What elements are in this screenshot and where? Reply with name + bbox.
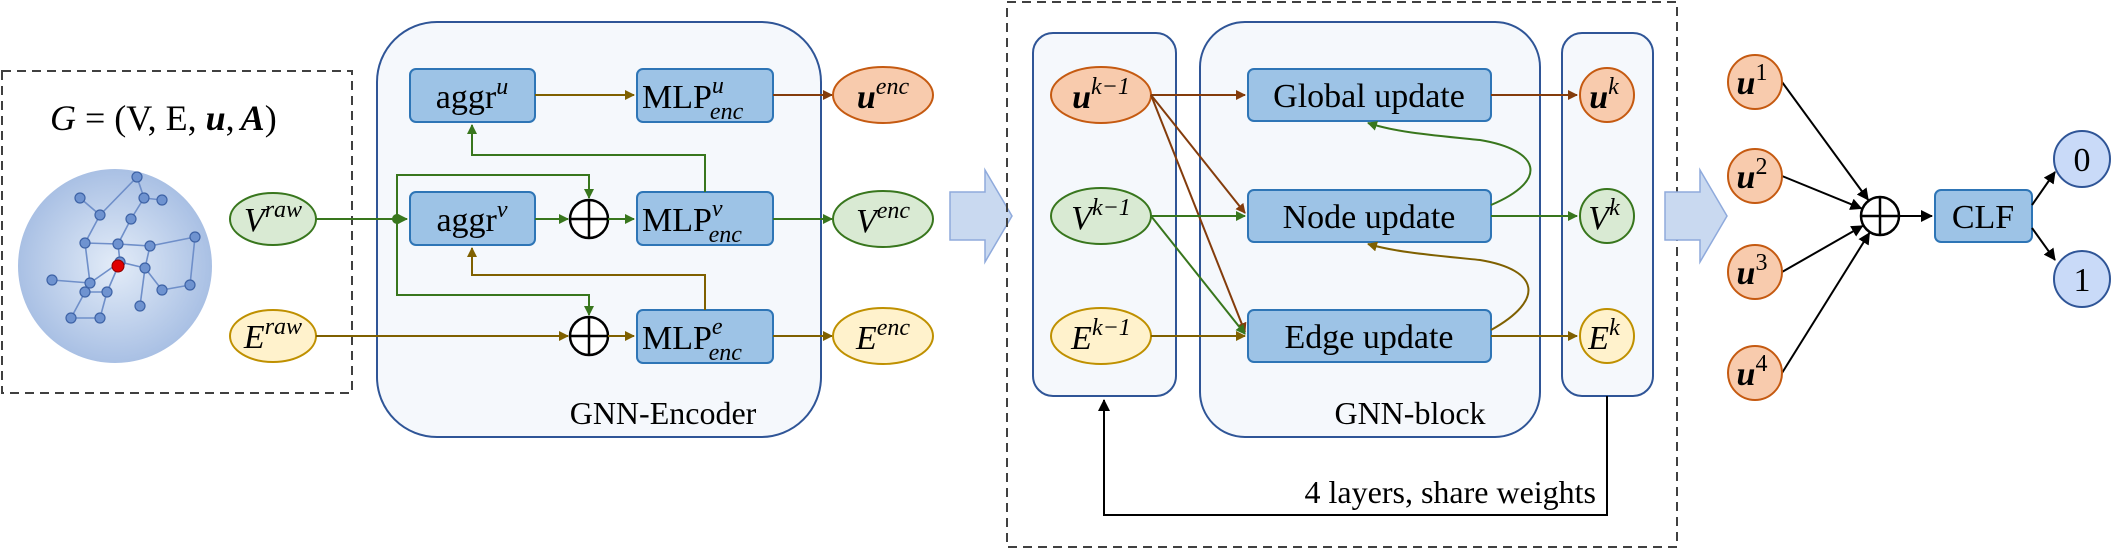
graph-node xyxy=(131,171,143,183)
e-enc-label: Eenc xyxy=(855,315,910,357)
graph-node xyxy=(134,300,146,312)
graph-node xyxy=(79,237,91,249)
u-k-label: uk xyxy=(1589,74,1619,116)
clf-to-1-arrow xyxy=(2031,227,2056,261)
aggr-v-label: aggrv xyxy=(436,197,507,239)
output-1-label: 1 xyxy=(2074,262,2091,299)
u-k-node xyxy=(1579,67,1635,123)
readout-u-4-node xyxy=(1727,345,1783,401)
gnn-block-dashed-frame xyxy=(1006,1,1678,548)
clf-to-0-arrow xyxy=(2031,171,2056,206)
readout-u-3-node xyxy=(1727,244,1783,300)
edge-update-label: Edge update xyxy=(1285,319,1454,356)
graph-node xyxy=(125,213,137,225)
graph-input-box xyxy=(1,70,353,394)
oplus-v-icon xyxy=(568,198,610,240)
v-k-minus-1-label: Vk−1 xyxy=(1071,195,1131,237)
gnn-block-caption: GNN-block xyxy=(1334,395,1485,431)
readout-arrow xyxy=(1781,175,1863,210)
v-enc-node xyxy=(832,190,934,248)
graph-node xyxy=(156,284,168,296)
readout-u-2-node xyxy=(1727,148,1783,204)
u-k-minus-1-label: uk−1 xyxy=(1072,74,1130,116)
gnn-block-arrows xyxy=(1098,90,1608,516)
readout-u-1-node xyxy=(1727,54,1783,110)
clf-box xyxy=(1934,189,2033,243)
readout-arrow xyxy=(1781,232,1871,374)
readout-u-1-label: u1 xyxy=(1737,60,1768,102)
readout-u-2-label: u2 xyxy=(1737,154,1768,196)
graph-node xyxy=(144,240,156,252)
graph-node xyxy=(94,209,106,221)
global-update-label: Global update xyxy=(1273,78,1465,115)
graph-node xyxy=(139,262,151,274)
output-1-node xyxy=(2053,250,2111,308)
graph-node xyxy=(65,312,77,324)
u-enc-label: uenc xyxy=(857,74,910,116)
u-enc-node xyxy=(832,66,934,124)
graph-node xyxy=(138,192,150,204)
readout-u-4-label: u4 xyxy=(1737,351,1768,393)
graph-illustration xyxy=(18,169,212,363)
graph-node xyxy=(84,277,96,289)
graph-node xyxy=(184,279,196,291)
encoder-arrows xyxy=(316,90,833,341)
graph-equation: G = (V, E, u,A) xyxy=(50,98,277,138)
e-k-node xyxy=(1579,308,1635,364)
node-update-label: Node update xyxy=(1283,199,1456,236)
readout-arrow xyxy=(1781,225,1864,273)
readout-nodes: u1 u2 u3 u4 xyxy=(1727,54,1871,401)
loop-label: 4 layers, share weights xyxy=(1305,474,1596,510)
graph-node xyxy=(79,286,91,298)
output-0-label: 0 xyxy=(2074,142,2091,179)
e-k-minus-1-label: Ek−1 xyxy=(1070,315,1131,357)
highlighted-graph-node xyxy=(111,259,125,273)
graph-node xyxy=(156,194,168,206)
oplus-e-icon xyxy=(568,315,610,357)
graph-node xyxy=(189,231,201,243)
output-0-node xyxy=(2053,130,2111,188)
clf-label: CLF xyxy=(1952,199,2014,236)
graph-node xyxy=(112,238,124,250)
v-k-node xyxy=(1579,188,1635,244)
aggr-u-label: aggru xyxy=(436,74,508,116)
e-raw-label: Eraw xyxy=(243,314,302,356)
graph-node xyxy=(101,286,113,298)
oplus-readout-icon xyxy=(1859,195,1901,237)
readout-arrow xyxy=(1781,81,1870,201)
graph-node xyxy=(94,312,106,324)
encoder-caption: GNN-Encoder xyxy=(570,395,757,431)
e-enc-node xyxy=(832,307,934,365)
big-arrow-2 xyxy=(1664,167,1728,265)
graph-node xyxy=(74,192,86,204)
big-arrow-1 xyxy=(949,167,1013,265)
e-k-label: Ek xyxy=(1587,315,1620,357)
readout-u-3-label: u3 xyxy=(1737,250,1768,292)
graph-node xyxy=(46,274,58,286)
